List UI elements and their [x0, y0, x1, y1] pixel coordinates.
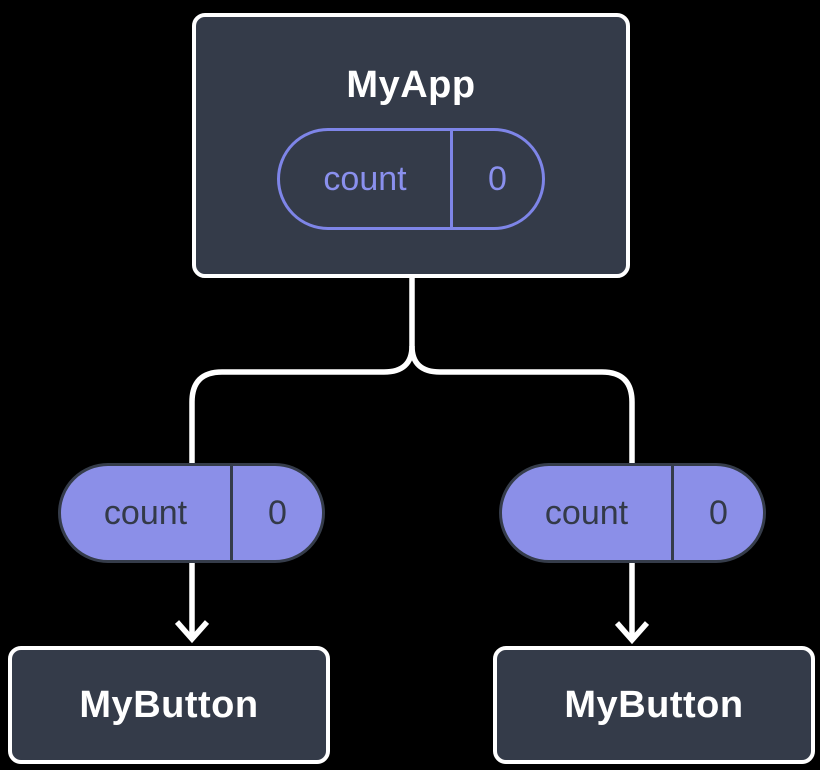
state-pill-root: count 0 — [277, 128, 545, 230]
prop-pill-right: count 0 — [499, 463, 766, 563]
node-mybutton-right: MyButton — [493, 646, 815, 764]
node-mybutton-left: MyButton — [8, 646, 330, 764]
node-mybutton-right-title: MyButton — [564, 683, 744, 726]
node-mybutton-left-title: MyButton — [79, 683, 259, 726]
node-myapp-title: MyApp — [346, 64, 476, 106]
arrow-down-left-icon — [174, 560, 210, 644]
prop-value: 0 — [709, 493, 728, 532]
prop-name: count — [502, 466, 674, 560]
branch-right-line — [409, 345, 635, 470]
prop-value: 0 — [268, 493, 287, 532]
arrow-down-right-icon — [614, 560, 650, 645]
prop-pill-left: count 0 — [58, 463, 325, 563]
prop-name: count — [61, 466, 233, 560]
branch-left-line — [189, 345, 415, 470]
state-name: count — [280, 131, 453, 227]
node-myapp: MyApp count 0 — [192, 13, 630, 278]
state-value: 0 — [488, 159, 507, 198]
